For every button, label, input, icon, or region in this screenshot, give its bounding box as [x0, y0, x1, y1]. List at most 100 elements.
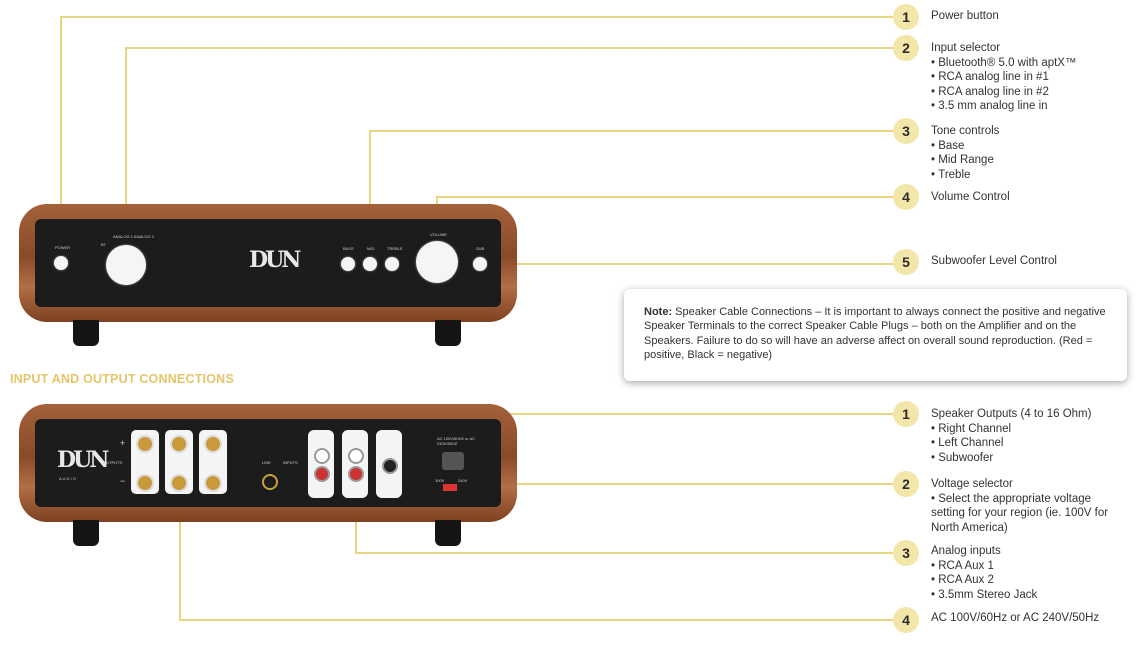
rca-aux2-block	[342, 430, 368, 498]
rca-aux2-white[interactable]	[348, 448, 364, 464]
front-foot-right	[435, 320, 461, 346]
front-callout-item: Treble	[931, 168, 999, 183]
front-callout-item: Mid Range	[931, 153, 999, 168]
back-callout-text-2: Voltage selectorSelect the appropriate v…	[931, 477, 1111, 535]
front-callout-item: Bluetooth® 5.0 with aptX™	[931, 56, 1076, 71]
back-callout-text-4: AC 100V/60Hz or AC 240V/50Hz	[931, 611, 1099, 626]
mid-label: MID	[367, 246, 375, 251]
note-text: Speaker Cable Connections – It is import…	[644, 306, 1106, 362]
back-callout-list: Select the appropriate voltage setting f…	[931, 492, 1111, 536]
input-label: ANALOG 1 ANALOG 2	[113, 234, 154, 239]
back-callout-badge-2: 2	[893, 471, 919, 497]
back-logo: DUN	[57, 447, 109, 473]
front-callout-list: BaseMid RangeTreble	[931, 139, 999, 183]
front-callout-text-5: Subwoofer Level Control	[931, 254, 1057, 269]
mid-knob[interactable]	[363, 257, 377, 271]
front-foot-left	[73, 320, 99, 346]
back-callout-list: Right ChannelLeft ChannelSubwoofer	[931, 422, 1091, 466]
input-selector-knob[interactable]	[106, 245, 146, 285]
front-callout-badge-3: 3	[893, 118, 919, 144]
inputs-label: INPUTS	[283, 460, 298, 465]
front-callout-item: 3.5 mm analog line in	[931, 99, 1076, 114]
front-callout-text-3: Tone controlsBaseMid RangeTreble	[931, 124, 999, 182]
bt-label: BT	[101, 242, 107, 247]
back-callout-item: 3.5mm Stereo Jack	[931, 588, 1037, 603]
front-callout-badge-5: 5	[893, 249, 919, 275]
front-callout-title: Tone controls	[931, 125, 1000, 137]
leader-front-3	[369, 130, 893, 240]
power-label: POWER	[55, 245, 71, 250]
front-callout-item: RCA analog line in #2	[931, 85, 1076, 100]
front-callout-title: Power button	[931, 10, 999, 22]
terminal-r-pos[interactable]	[136, 435, 154, 453]
terminal-s-pos[interactable]	[204, 435, 222, 453]
v240-label: 240V	[458, 478, 468, 483]
terminal-l-pos[interactable]	[170, 435, 188, 453]
back-callout-badge-4: 4	[893, 607, 919, 633]
section-heading: INPUT AND OUTPUT CONNECTIONS	[10, 372, 234, 386]
back-callout-list: RCA Aux 1RCA Aux 23.5mm Stereo Jack	[931, 559, 1037, 603]
rca-aux1-white[interactable]	[314, 448, 330, 464]
back-callout-title: Analog inputs	[931, 545, 1001, 557]
leader-back-4	[179, 498, 893, 621]
front-callout-title: Volume Control	[931, 191, 1010, 203]
back-foot-left	[73, 520, 99, 546]
terminal-l-neg[interactable]	[170, 474, 188, 492]
power-button[interactable]	[54, 256, 68, 270]
back-callout-item: Select the appropriate voltage setting f…	[931, 492, 1111, 536]
plus-sign: +	[120, 438, 126, 448]
terminal-s-neg[interactable]	[204, 474, 222, 492]
front-callout-title: Input selector	[931, 42, 1001, 54]
back-foot-right	[435, 520, 461, 546]
front-callout-text-2: Input selectorBluetooth® 5.0 with aptX™R…	[931, 41, 1076, 114]
voltage-switch[interactable]	[443, 484, 457, 491]
terminal-r-neg[interactable]	[136, 474, 154, 492]
back-callout-title: AC 100V/60Hz or AC 240V/50Hz	[931, 612, 1100, 624]
back-panel	[35, 419, 501, 507]
leader-front-2	[125, 47, 893, 238]
back-callout-item: Subwoofer	[931, 451, 1091, 466]
front-callout-badge-1: 1	[893, 4, 919, 30]
back-callout-title: Voltage selector	[931, 478, 1013, 490]
minus-sign: −	[120, 476, 126, 486]
back-callout-text-1: Speaker Outputs (4 to 16 Ohm) Right Chann…	[931, 407, 1091, 465]
line-label: LINE	[262, 460, 271, 465]
front-callout-text-4: Volume Control	[931, 190, 1010, 205]
v100-label: 100V	[435, 478, 445, 483]
rating-label: AC 100V/60HZ or AC 240V/50HZ	[437, 436, 476, 446]
treble-label: TREBLE	[387, 246, 403, 251]
front-callout-title: Subwoofer Level Control	[931, 255, 1057, 267]
back-callout-item: Right Channel	[931, 422, 1091, 437]
line-jack[interactable]	[262, 474, 278, 490]
aux3-jack[interactable]	[382, 458, 398, 474]
back-callout-title: Speaker Outputs (4 to 16 Ohm)	[931, 408, 1092, 420]
volume-knob[interactable]	[416, 241, 458, 283]
front-callout-badge-4: 4	[893, 184, 919, 210]
back-callout-item: RCA Aux 2	[931, 573, 1037, 588]
sub-label: SUB	[476, 246, 485, 251]
treble-knob[interactable]	[385, 257, 399, 271]
rca-aux1-block	[308, 430, 334, 498]
front-callout-item: Base	[931, 139, 999, 154]
power-inlet[interactable]	[442, 452, 464, 470]
sub-knob[interactable]	[473, 257, 487, 271]
bass-label: BASS	[343, 246, 354, 251]
rca-aux1-red[interactable]	[314, 466, 330, 482]
back-callout-item: RCA Aux 1	[931, 559, 1037, 574]
front-callout-list: Bluetooth® 5.0 with aptX™RCA analog line…	[931, 56, 1076, 114]
note-box: Note: Speaker Cable Connections – It is …	[624, 289, 1127, 381]
front-logo: DUN	[249, 247, 301, 273]
bass-knob[interactable]	[341, 257, 355, 271]
note-label: Note:	[644, 306, 673, 318]
back-callout-text-3: Analog inputsRCA Aux 1RCA Aux 23.5mm Ste…	[931, 544, 1037, 602]
back-callout-item: Left Channel	[931, 436, 1091, 451]
volume-label: VOLUME	[430, 232, 447, 237]
front-callout-badge-2: 2	[893, 35, 919, 61]
back-callout-badge-1: 1	[893, 401, 919, 427]
front-callout-text-1: Power button	[931, 9, 999, 24]
front-callout-item: RCA analog line in #1	[931, 70, 1076, 85]
leader-front-1	[60, 16, 893, 250]
back-logo-sub: A U D I O	[59, 476, 76, 481]
rca-aux2-red[interactable]	[348, 466, 364, 482]
